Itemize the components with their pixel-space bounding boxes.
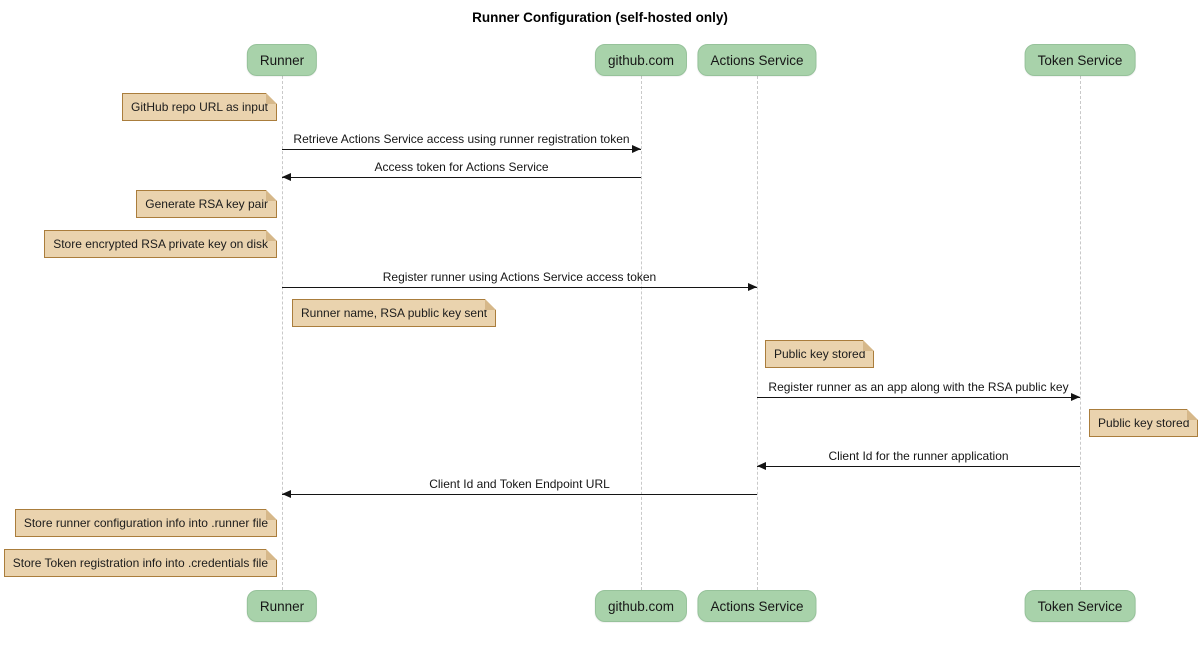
message-arrowhead [748, 283, 757, 291]
message-label: Register runner using Actions Service ac… [382, 270, 657, 284]
message-label: Client Id for the runner application [828, 449, 1009, 463]
lifeline-github [641, 76, 642, 590]
note: Runner name, RSA public key sent [292, 299, 497, 327]
participant-token-bottom: Token Service [1024, 590, 1136, 622]
message-line [757, 466, 1080, 467]
message-arrowhead [282, 490, 291, 498]
note: Store Token registration info into .cred… [3, 549, 278, 577]
message-line [282, 494, 757, 495]
lifeline-token [1080, 76, 1081, 590]
participant-runner-bottom: Runner [246, 590, 318, 622]
message-line [282, 177, 641, 178]
message-line [757, 397, 1080, 398]
participant-token-top: Token Service [1024, 44, 1136, 76]
note: Public key stored [1089, 409, 1199, 437]
participant-runner-top: Runner [246, 44, 318, 76]
lifeline-actions [757, 76, 758, 590]
participant-github-top: github.com [594, 44, 688, 76]
lifeline-runner [282, 76, 283, 590]
participant-actions-top: Actions Service [697, 44, 817, 76]
note: Generate RSA key pair [136, 190, 277, 218]
note: GitHub repo URL as input [122, 93, 277, 121]
message-label: Retrieve Actions Service access using ru… [293, 132, 630, 146]
message-label: Register runner as an app along with the… [768, 380, 1069, 394]
message-arrowhead [632, 145, 641, 153]
note: Store encrypted RSA private key on disk [44, 230, 277, 258]
message-arrowhead [757, 462, 766, 470]
message-line [282, 287, 757, 288]
message-arrowhead [282, 173, 291, 181]
message-arrowhead [1071, 393, 1080, 401]
message-line [282, 149, 641, 150]
message-label: Access token for Actions Service [374, 160, 549, 174]
participant-github-bottom: github.com [594, 590, 688, 622]
participant-actions-bottom: Actions Service [697, 590, 817, 622]
message-label: Client Id and Token Endpoint URL [429, 477, 610, 491]
note: Public key stored [765, 340, 875, 368]
diagram-title: Runner Configuration (self-hosted only) [472, 10, 728, 25]
note: Store runner configuration info into .ru… [14, 509, 278, 537]
